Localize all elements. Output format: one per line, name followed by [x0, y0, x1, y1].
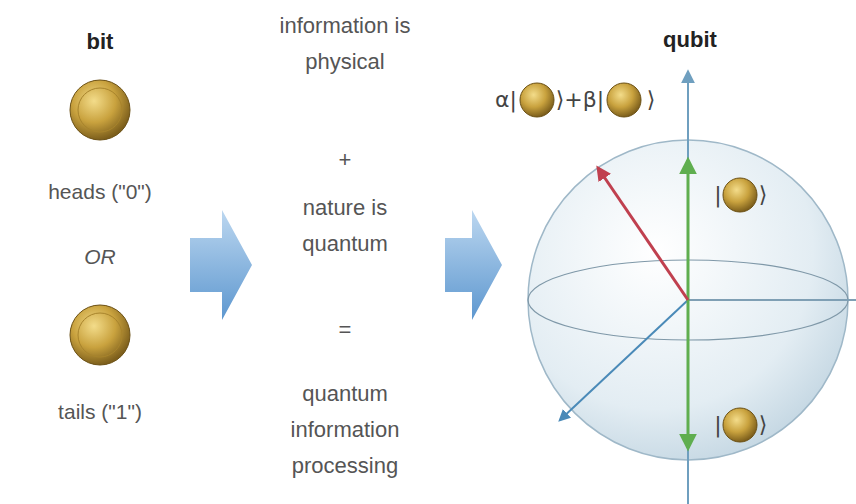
ket-symbol: ⟩: [647, 87, 656, 113]
ket-symbol: |: [714, 412, 721, 438]
ket-coin: [520, 83, 554, 117]
coin-tails: [70, 305, 130, 365]
or-label: OR: [84, 244, 116, 269]
qubit-heading: qubit: [663, 27, 717, 53]
coin-label: tails ("1"): [58, 399, 142, 424]
ket-coin: [723, 408, 757, 442]
ket-symbol: α|: [495, 87, 517, 113]
ket-coin: [723, 178, 757, 212]
coin-rim: [78, 88, 122, 132]
block-arrow: [190, 210, 252, 320]
coin-label: heads ("0"): [48, 179, 152, 204]
state-vector: [598, 168, 688, 300]
bit-heading: bit: [87, 29, 114, 55]
plus-sign: +: [339, 147, 352, 173]
conclusion-text: quantum information processing: [270, 376, 420, 484]
axis-x: [560, 300, 688, 420]
coin-heads: [70, 80, 130, 140]
equals-sign: =: [339, 317, 352, 343]
coin-rim: [78, 313, 122, 357]
ket-symbol: ⟩: [759, 182, 768, 208]
ket-symbol: |: [714, 182, 721, 208]
ket-symbol: ⟩: [759, 412, 768, 438]
block-arrow: [445, 210, 502, 320]
premise-text: nature is quantum: [265, 190, 425, 262]
axis-y: [688, 299, 856, 301]
ket-symbol: ⟩+β|: [556, 87, 604, 113]
basis-arrow: [687, 160, 690, 448]
premise-text: information is physical: [265, 8, 425, 80]
ket-coin: [607, 83, 641, 117]
